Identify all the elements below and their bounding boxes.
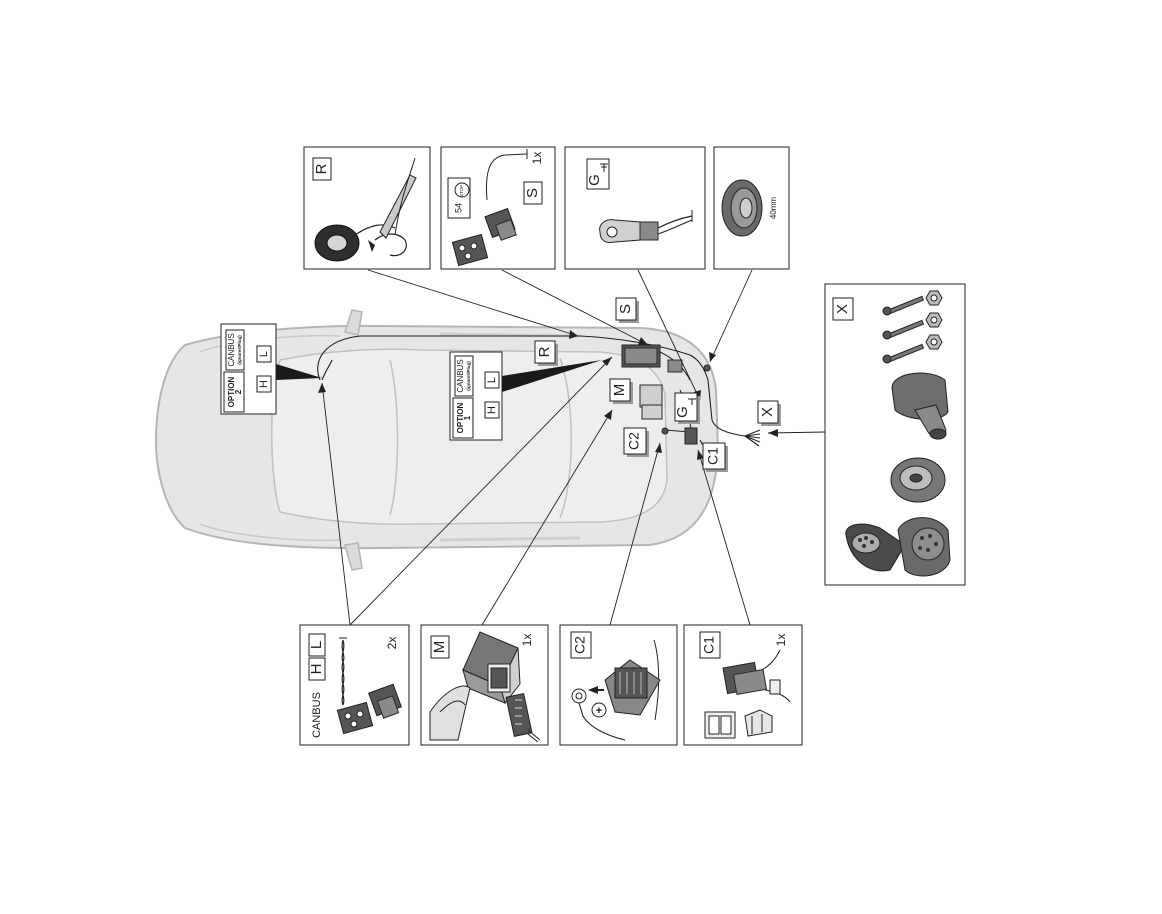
grommet-on-car — [703, 364, 711, 372]
tape-roll-icon — [314, 157, 417, 262]
c2-terminal-on-car — [661, 427, 669, 435]
option-2-canbus: CANBUS — [227, 333, 236, 366]
fuse-pair-icon — [704, 709, 773, 739]
label-s-on-car: S — [615, 297, 639, 323]
ring-terminal-plus-icon: + — [571, 686, 626, 741]
box-c1-qty: 1x — [774, 634, 788, 647]
option-2-l-label: L — [258, 351, 270, 357]
box-hl-qty: 2x — [385, 637, 399, 650]
option-2-word: OPTION — [227, 376, 236, 407]
box-c2-label: C2 — [572, 636, 588, 654]
control-module-icon — [462, 631, 521, 705]
car-top-view — [154, 309, 720, 571]
label-c2-text: C2 — [626, 432, 642, 450]
twisted-wire-icon — [339, 637, 347, 706]
label-x-text: X — [759, 407, 776, 417]
module-plug-icon — [505, 692, 541, 743]
mounting-plate-icon — [890, 457, 946, 503]
relay-on-car — [639, 384, 663, 408]
box-hl-h-label: H — [308, 664, 325, 675]
box-c1-label: C1 — [701, 636, 717, 654]
label-m-on-car: M — [609, 378, 633, 404]
box-hl-canbus: CANBUS — [311, 692, 323, 738]
box-hl-l-label: L — [308, 641, 325, 649]
option-1-h-label: H — [486, 406, 498, 414]
plus-symbol: + — [596, 705, 602, 717]
component-box-c2: C2 + — [559, 624, 678, 746]
option-1-number: 1 — [463, 415, 472, 420]
component-box-s: S 1x STOP 54 — [440, 146, 556, 270]
callout-leaders — [276, 269, 826, 626]
box-r-label: R — [313, 163, 330, 174]
box-s-label: S — [524, 188, 541, 198]
box-m-qty: 1x — [520, 634, 534, 647]
box-g-label: G — [586, 174, 603, 186]
adhesive-pad-icon — [429, 685, 471, 741]
scotchlok-connector-icon — [451, 207, 517, 267]
option-1-ignored-plug: (ignorer/Plug) — [466, 361, 471, 391]
option-2-number: 2 — [234, 389, 243, 394]
bolt-2 — [882, 312, 943, 340]
option-1-l-label: L — [486, 377, 498, 383]
label-x-on-car: X — [757, 400, 781, 426]
label-g-on-car: G — [674, 392, 700, 424]
box-x-label: X — [834, 304, 851, 314]
label-c2-on-car: C2 — [623, 427, 649, 457]
c1-connector-on-car — [684, 427, 698, 445]
socket-seal-icon — [891, 372, 949, 440]
grommet-icon — [721, 179, 763, 237]
component-box-g: G — [564, 146, 706, 270]
option-2-ignored-plug: (ignorer/Plug) — [237, 335, 242, 365]
component-box-m: M 1x — [420, 624, 549, 746]
trailer-socket-icon — [845, 517, 951, 577]
component-box-r: R — [303, 146, 431, 270]
option-1-canbus: CANBUS — [456, 359, 465, 392]
component-box-c1: C1 1x — [683, 624, 803, 746]
harness-end-fan — [744, 429, 761, 447]
bolts-nuts-icon — [882, 290, 943, 364]
label-m-text: M — [611, 384, 628, 397]
label-c1-on-car: C1 — [702, 442, 728, 472]
ring-terminal-icon — [599, 210, 693, 243]
box-m-label: M — [431, 641, 448, 654]
bolt-3 — [882, 334, 943, 364]
box-s-qty: 1x — [530, 152, 544, 165]
component-box-grommet: 40mm — [713, 146, 790, 270]
option-1-word: OPTION — [456, 402, 465, 433]
component-box-x: X — [824, 283, 966, 586]
bolt-1 — [882, 290, 943, 316]
label-c1-text: C1 — [705, 447, 721, 465]
option-2-card: OPTION 2 CANBUS (ignorer/Plug) L H — [220, 323, 277, 415]
label-g-text: G — [674, 406, 691, 418]
can-connector-icon — [336, 683, 402, 735]
s-code-text: 54 — [453, 203, 463, 213]
harness-wiring — [317, 335, 761, 459]
label-r-on-car: R — [534, 340, 558, 366]
option-2-h-label: H — [258, 380, 270, 388]
fuse-block-icon — [722, 649, 791, 703]
fuse-holder-icon — [604, 659, 661, 716]
option-1-card: OPTION 1 CANBUS (ignorer/Plug) L H — [449, 351, 503, 441]
stop-lamp-symbol: STOP 54 — [447, 177, 471, 219]
component-box-hl: CANBUS H L 2x — [299, 624, 410, 746]
label-s-text: S — [617, 304, 634, 314]
stop-text: STOP — [459, 185, 464, 197]
grommet-size-text: 40mm — [769, 197, 778, 220]
label-r-text: R — [536, 346, 553, 357]
